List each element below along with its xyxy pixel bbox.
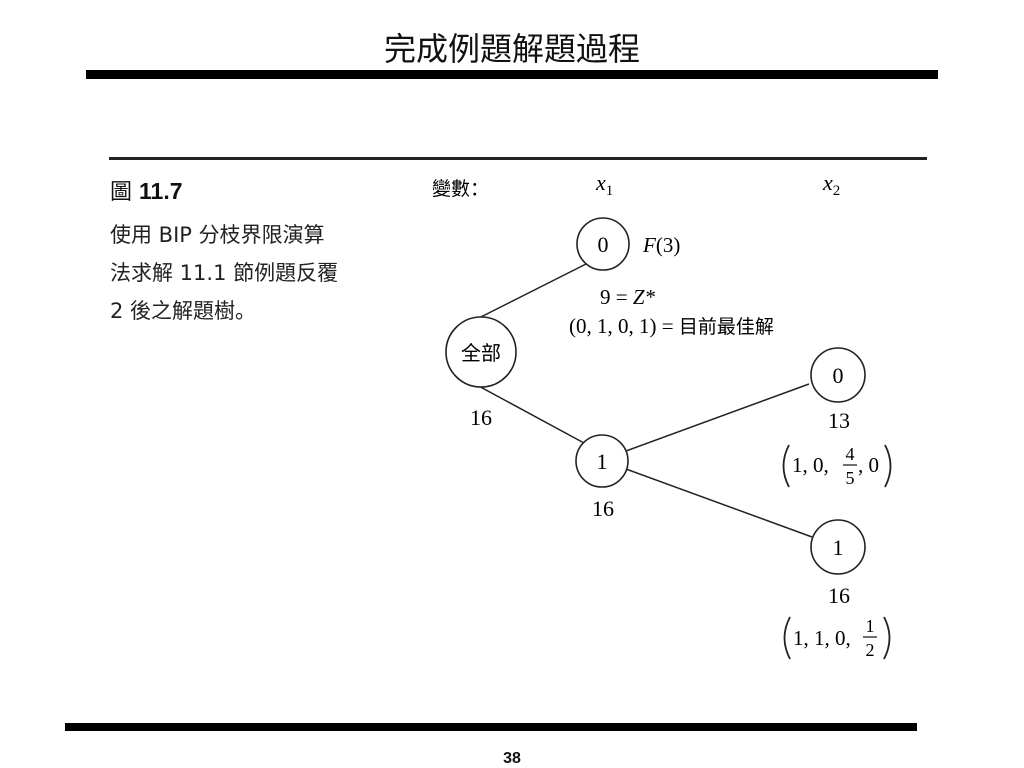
root-node-bound: 16: [470, 405, 492, 430]
node-x2-1-label: 1: [833, 535, 844, 560]
paren-right: [884, 444, 892, 488]
node-x2-1-solution-prefix: 1, 1, 0,: [793, 626, 851, 650]
node-x2-0-solution-prefix: 1, 0,: [792, 453, 829, 477]
edge-x1-1-x2-0: [625, 383, 810, 452]
node-x2-1-bound: 16: [828, 583, 850, 608]
x1-header: x1: [595, 170, 613, 199]
figure-label: 圖 11.7: [110, 174, 183, 206]
node-x2-1-solution: 1, 1, 0, 1 2: [783, 616, 891, 660]
node-x1-0-fathom: F(3): [642, 233, 680, 257]
paren-left: [782, 444, 790, 488]
x2-header: x2: [822, 170, 840, 199]
page-number: 38: [503, 750, 521, 767]
caption-line: 使用 BIP 分枝界限演算: [110, 223, 325, 247]
node-x2-1: [810, 519, 866, 575]
node-x2-0-bound: 13: [828, 408, 850, 433]
figure-label-number: 11.7: [139, 178, 183, 204]
node-x1-1-bound: 16: [592, 496, 614, 521]
node-x2-0-frac-num: 4: [846, 444, 855, 464]
node-x1-0-value: 9 = Z*: [600, 285, 656, 309]
figure-divider: [109, 157, 927, 160]
node-x1-1: [575, 434, 629, 488]
node-x2-1-frac-den: 2: [866, 640, 875, 660]
root-node-label: 全部: [461, 341, 501, 365]
node-x2-1-frac-num: 1: [866, 616, 875, 636]
variables-label: 變數：: [432, 178, 489, 200]
incumbent-label: 目前最佳解: [679, 316, 774, 338]
edge-x1-1-x2-1: [625, 468, 813, 538]
figure-label-prefix: 圖: [110, 180, 133, 205]
node-x1-0: [576, 217, 630, 271]
paren-left: [783, 616, 791, 660]
caption-line: 2 後之解題樹。: [110, 299, 257, 323]
node-x2-0: [810, 347, 866, 403]
node-x2-0-solution-suffix: , 0: [858, 453, 879, 477]
paren-right: [883, 616, 891, 660]
node-x2-0-label: 0: [833, 363, 844, 388]
figure-caption: 使用 BIP 分枝界限演算 法求解 11.1 節例題反覆 2 後之解題樹。: [110, 216, 410, 330]
node-x1-0-solution: (0, 1, 0, 1) = 目前最佳解: [569, 314, 774, 338]
node-x1-1-label: 1: [597, 449, 608, 474]
node-x2-0-frac-den: 5: [846, 468, 855, 488]
footer-divider: [65, 723, 917, 731]
root-node: [445, 316, 517, 388]
title-divider: [86, 70, 938, 79]
edge-root-x1-1: [461, 376, 585, 444]
slide-title: 完成例題解題過程: [383, 30, 640, 68]
node-x2-0-solution: 1, 0, 4 5 , 0: [782, 444, 892, 488]
caption-line: 法求解 11.1 節例題反覆: [110, 261, 339, 285]
node-x1-0-label: 0: [598, 232, 609, 257]
